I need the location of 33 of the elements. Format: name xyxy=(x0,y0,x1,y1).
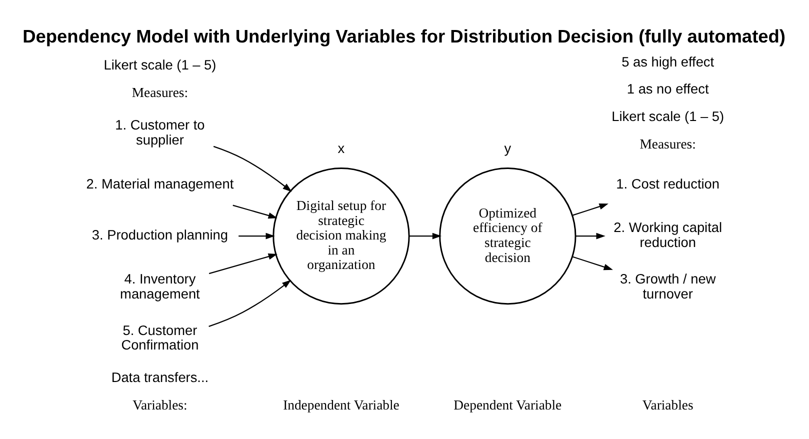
node-text: 3. Production planning xyxy=(92,228,228,243)
label: x xyxy=(338,140,345,156)
label: y xyxy=(504,140,512,156)
label: Independent Variable xyxy=(283,397,400,412)
node-text: 3. Growth / new turnover xyxy=(620,271,716,302)
node-text: 1. Cost reduction xyxy=(616,176,720,192)
node-circle: Optimized efficiency of strategic decision xyxy=(439,167,576,305)
label: Data transfers... xyxy=(111,370,209,386)
arrow xyxy=(409,232,442,240)
arrow xyxy=(576,232,606,240)
node-circle: Digital setup for strategic decision making in an organization xyxy=(272,167,410,305)
label: 5 as high effect xyxy=(622,54,714,70)
arrow xyxy=(208,253,278,274)
label: Likert scale (1 – 5) xyxy=(612,109,724,124)
label: Likert scale (1 – 5) xyxy=(104,58,216,73)
arrow xyxy=(238,232,275,240)
arrow xyxy=(232,204,278,219)
label: Measures: xyxy=(132,85,188,100)
node-text: 1. Customer to supplier xyxy=(115,118,205,148)
label: Measures: xyxy=(640,136,696,152)
label: 1 as no effect xyxy=(626,82,709,97)
node-text: 2. Working capital reduction xyxy=(614,220,722,250)
label: Variables: xyxy=(132,397,188,412)
node-text: 2. Material management xyxy=(86,176,234,192)
node-text: 5. Customer Confirmation xyxy=(121,322,199,353)
arrow xyxy=(213,146,292,192)
node-text: 4. Inventory management xyxy=(120,271,200,302)
arrow xyxy=(572,256,613,270)
diagram-title: Dependency Model with Underlying Variables for Distribution Decision (fully automated) xyxy=(22,26,786,47)
label: Dependent Variable xyxy=(454,397,562,412)
arrow xyxy=(208,280,292,327)
arrow xyxy=(572,203,608,216)
label: Variables xyxy=(642,397,694,412)
